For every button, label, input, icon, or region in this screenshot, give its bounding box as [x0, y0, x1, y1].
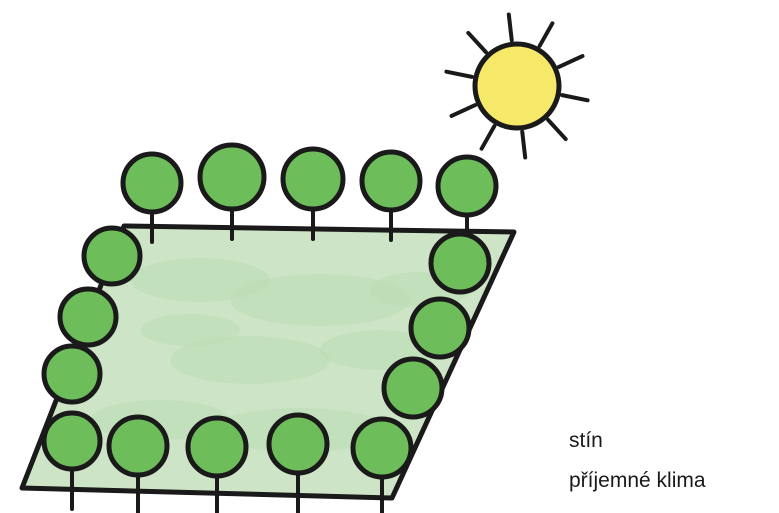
- sun-ray: [537, 21, 555, 48]
- tree-crown: [106, 414, 170, 478]
- sun-ray: [466, 30, 488, 55]
- tree-icon: [359, 149, 423, 242]
- tree-icon: [428, 231, 492, 295]
- sun-ray: [520, 129, 528, 160]
- tree-crown: [359, 149, 423, 213]
- tree-icon: [57, 286, 119, 348]
- tree-icon: [435, 154, 499, 247]
- tree-crown: [41, 410, 103, 472]
- sun-ray: [546, 117, 568, 142]
- tree-icon: [185, 415, 249, 513]
- plot-texture: [140, 314, 240, 346]
- tree-icon: [41, 343, 103, 405]
- tree-crown: [280, 146, 346, 212]
- tree-crown: [41, 343, 103, 405]
- tree-crown: [185, 415, 249, 479]
- tree-crown: [197, 142, 267, 212]
- tree-crown: [120, 151, 184, 215]
- tree-icon: [408, 296, 472, 360]
- plot-texture: [130, 258, 270, 302]
- sun-ray: [560, 93, 590, 103]
- sun-ray: [449, 103, 478, 118]
- tree-icon: [81, 225, 143, 287]
- tree-icon: [280, 146, 346, 241]
- sun-icon: [444, 12, 590, 160]
- tree-icon: [381, 356, 445, 420]
- sun-ray: [556, 54, 585, 69]
- tree-crown: [408, 296, 472, 360]
- tree-crown: [435, 154, 499, 218]
- plot-texture: [170, 336, 330, 384]
- sun-ray: [479, 124, 497, 151]
- plot-texture: [230, 274, 410, 326]
- tree-icon: [266, 412, 330, 513]
- tree-crown: [381, 356, 445, 420]
- label-pleasant-climate: příjemné klima: [569, 469, 706, 492]
- tree-icon: [41, 410, 103, 511]
- tree-icon: [120, 151, 184, 244]
- label-shade: stín: [569, 429, 603, 452]
- tree-group: [41, 142, 499, 513]
- tree-crown: [57, 286, 119, 348]
- tree-crown: [428, 231, 492, 295]
- sun-ray: [506, 12, 514, 43]
- sun-ray: [444, 69, 474, 79]
- tree-icon: [197, 142, 267, 241]
- tree-crown: [266, 412, 330, 476]
- tree-crown: [350, 416, 414, 480]
- tree-icon: [106, 414, 170, 513]
- tree-icon: [350, 416, 414, 513]
- tree-crown: [81, 225, 143, 287]
